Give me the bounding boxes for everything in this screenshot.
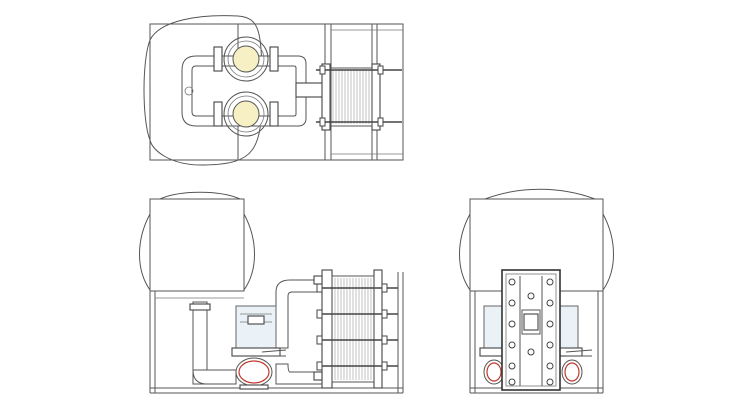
side-hx-center-window [523, 313, 539, 331]
front-hx-nut [381, 283, 388, 293]
side-hx-bolt [508, 378, 516, 386]
front-tank-top-bulge [159, 191, 241, 200]
front-pump-motor [235, 305, 277, 349]
front-pump-terminal-box [247, 315, 265, 325]
top-hx-nut [377, 117, 384, 127]
side-view [459, 188, 614, 394]
side-hx-bolt [546, 320, 554, 328]
top-pump2-housing [223, 91, 269, 137]
front-downpipe [192, 301, 208, 385]
front-tank-box [149, 198, 245, 292]
front-hx-plates [334, 278, 372, 380]
side-pump-right-seal-red [564, 362, 580, 382]
front-heat-exchanger [313, 269, 398, 389]
front-tank-left-bulge [139, 213, 151, 291]
front-hx-nut [316, 283, 323, 293]
side-hx-bolt [508, 299, 516, 307]
side-hx-bolt [527, 348, 535, 356]
front-pump-volute [235, 357, 273, 387]
front-hx-nut [381, 361, 388, 371]
side-tank-top-bulge [484, 188, 596, 200]
front-bottom-pipe [192, 369, 237, 385]
top-pump2-flange-left [213, 101, 223, 127]
front-view [139, 191, 404, 394]
top-hx-nut [377, 65, 384, 75]
side-heat-exchanger-plate [501, 269, 561, 391]
side-hx-bolt [546, 341, 554, 349]
front-riser-pipe [275, 279, 323, 349]
side-hx-bolt [508, 278, 516, 286]
front-tank-right-bulge [243, 213, 255, 291]
top-pump2-motor [232, 100, 260, 128]
side-hx-center-port [521, 309, 541, 335]
front-hx-port [313, 275, 323, 285]
top-pump1-ring [227, 40, 265, 78]
side-pump-right-volute [561, 359, 583, 385]
front-pump-seal-red [238, 360, 270, 384]
side-hx-bolt [508, 341, 516, 349]
front-hx-nut [381, 335, 388, 345]
front-pump-lever [261, 349, 287, 353]
side-tank-left-bulge [459, 213, 471, 291]
top-pump2-flange-right [269, 101, 279, 127]
top-hx-plates [332, 70, 370, 124]
top-hx-nut [319, 117, 326, 127]
top-drain-port [184, 86, 194, 96]
front-hx-port [313, 371, 323, 381]
top-pump1-motor [232, 45, 260, 73]
top-pump1-flange-right [269, 46, 279, 72]
side-tank-right-bulge [602, 213, 614, 291]
front-pump-foot [239, 384, 269, 390]
front-pump-coupling [231, 347, 281, 357]
front-hx-nut [316, 335, 323, 345]
top-tank-left-edge [143, 39, 151, 141]
top-pump1-housing [223, 36, 269, 82]
front-hx-nut [316, 361, 323, 371]
side-hx-bolt [546, 278, 554, 286]
front-hx-nut [381, 309, 388, 319]
side-hx-end-plate-inner [505, 273, 557, 387]
side-hx-bolt [508, 320, 516, 328]
side-pump-lever [565, 349, 593, 353]
front-pump [231, 305, 287, 390]
top-pump2-ring [227, 95, 265, 133]
top-hx-pack [329, 67, 373, 127]
front-hx-tie-rods [316, 283, 398, 371]
top-heat-exchanger [316, 63, 402, 131]
side-hx-bolt [527, 292, 535, 300]
top-outlet-pipe [295, 82, 325, 98]
side-hx-bolt [508, 362, 516, 370]
top-view [143, 15, 404, 166]
top-pump1-flange-left [213, 46, 223, 72]
front-downpipe-flange [189, 303, 211, 311]
side-hx-bolts [508, 278, 554, 386]
front-hx-nut [316, 309, 323, 319]
side-hx-bolt [546, 299, 554, 307]
side-hx-bolt [546, 378, 554, 386]
top-frame-outline [149, 23, 404, 161]
side-pump-left-seal-red [486, 362, 502, 382]
top-hx-nut [319, 65, 326, 75]
side-hx-bolt [546, 362, 554, 370]
